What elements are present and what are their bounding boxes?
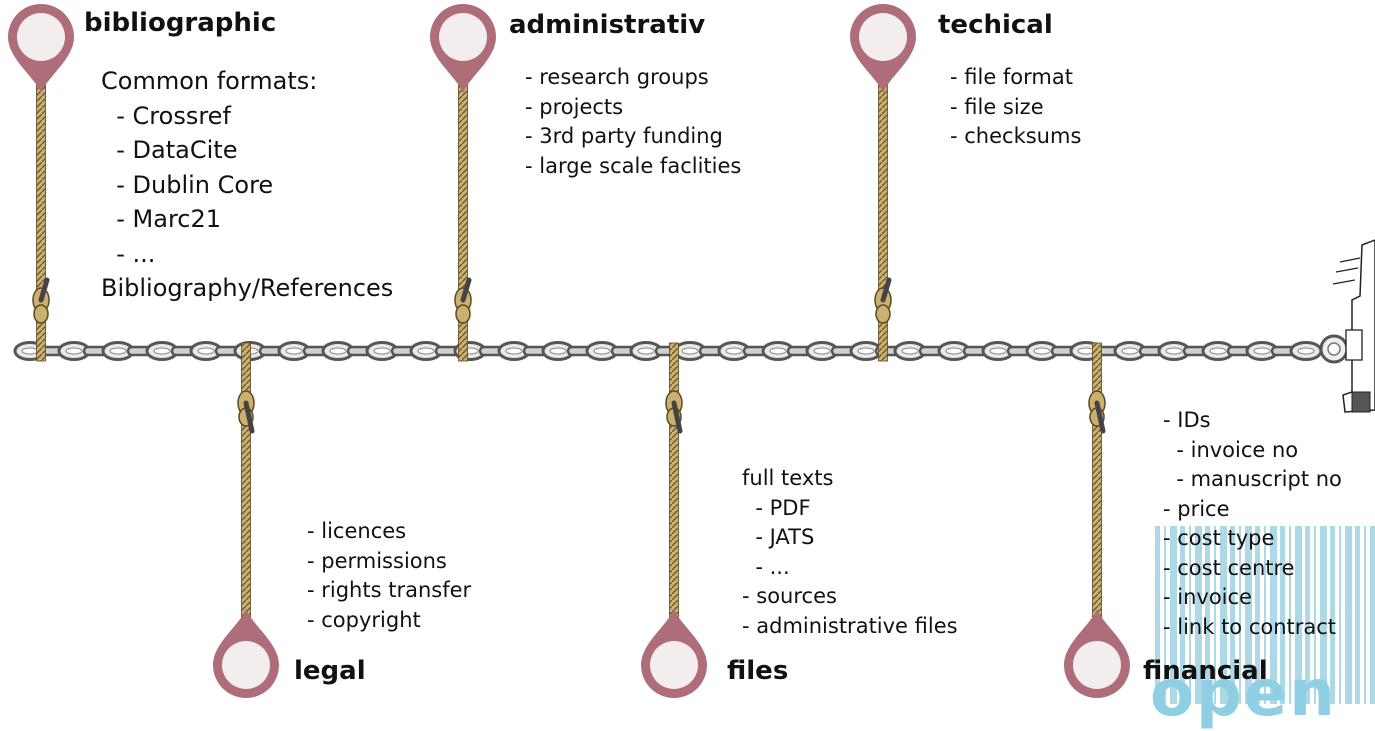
winch-lines [1332, 257, 1361, 285]
list-item: - PDF [742, 495, 811, 520]
list-item: - invoice no [1163, 437, 1299, 462]
winch-illustration [1332, 239, 1375, 413]
rope-end-legal [243, 400, 255, 434]
pin-hole [1073, 641, 1121, 689]
list-item: - licences [307, 519, 407, 543]
list-item: - Dublin Core [101, 170, 274, 199]
rope-end-financial [1094, 400, 1106, 434]
heading-bibliographic: bibliographic [84, 8, 277, 38]
list-item: - checksums [950, 124, 1082, 148]
rope-legal [241, 342, 251, 626]
pin-bibliographic [8, 4, 74, 93]
list-item: - IDs [1163, 408, 1211, 432]
list-financial: - IDs - invoice no - manuscript no - pri… [1163, 406, 1342, 642]
pin-hole [222, 641, 270, 689]
heading-administrativ: administrativ [509, 10, 706, 40]
pin-administrativ [430, 4, 496, 93]
list-files: full texts - PDF - JATS - ... - sources … [742, 464, 958, 641]
list-techical: - file format - file size - checksums [950, 63, 1081, 152]
pins [8, 4, 1130, 698]
pin-hole [17, 13, 65, 61]
list-administrativ: - research groups - projects - 3rd party… [525, 63, 741, 181]
list-item: - link to contract [1163, 614, 1337, 639]
list-item: - Marc21 [101, 205, 222, 233]
heading-financial: financial [1143, 656, 1268, 686]
pin-hole [859, 13, 907, 61]
list-item: - ... [742, 554, 790, 579]
list-item: - file format [950, 65, 1073, 89]
list-item: - file size [950, 94, 1044, 119]
rope-end-files [671, 400, 683, 434]
list-item: - price [1163, 496, 1230, 521]
list-bibliographic: Common formats: - Crossref - DataCite - … [101, 64, 393, 306]
winch-body [1342, 239, 1375, 413]
list-item: - cost type [1163, 526, 1275, 550]
rope-end-bibliographic [38, 277, 50, 303]
list-item: - rights transfer [307, 578, 472, 602]
list-item: - invoice [1163, 585, 1252, 609]
pin-financial [1064, 609, 1130, 698]
list-item: - copyright [307, 607, 421, 632]
winch-drum [1345, 329, 1363, 361]
rope-files [669, 342, 679, 626]
list-item: - cost centre [1163, 555, 1295, 580]
rope-financial [1092, 342, 1102, 626]
list-item: - large scale faclities [525, 153, 742, 178]
heading-files: files [727, 656, 789, 686]
list-item: - ... [101, 239, 156, 268]
list-item: - sources [742, 584, 837, 608]
barcode-watermark [1155, 526, 1375, 704]
heading-techical: techical [938, 10, 1053, 40]
list-item: - manuscript no [1163, 467, 1342, 491]
list-item: - DataCite [101, 136, 238, 164]
list-legal: - licences - permissions - rights transf… [307, 517, 471, 635]
list-item: Bibliography/References [101, 274, 394, 302]
pin-techical [850, 4, 916, 93]
list-item: - administrative files [742, 613, 958, 638]
list-item: - permissions [307, 548, 447, 573]
rope-end-administrativ [460, 277, 472, 303]
list-item: - JATS [742, 525, 815, 549]
pin-legal [213, 609, 279, 698]
heading-legal: legal [294, 656, 366, 686]
list-item: full texts [742, 466, 834, 490]
chain-diagram [8, 4, 1375, 698]
list-item: Common formats: [101, 67, 318, 95]
chain [13, 334, 1349, 364]
list-item: - 3rd party funding [525, 124, 723, 148]
pin-hole [439, 13, 487, 61]
list-item: - Crossref [101, 101, 231, 130]
pin-files [641, 609, 707, 698]
ropes [32, 77, 1106, 626]
list-item: - projects [525, 94, 624, 119]
pin-hole [650, 641, 698, 689]
list-item: - research groups [525, 65, 709, 89]
winch-base [1351, 391, 1371, 413]
rope-end-techical [880, 277, 892, 303]
